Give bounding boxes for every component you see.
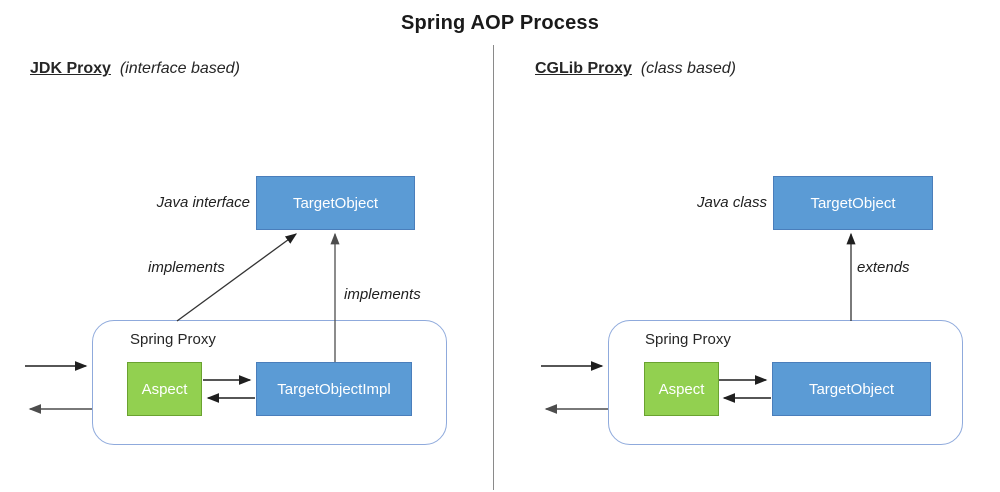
java-interface-label: Java interface bbox=[156, 194, 250, 211]
cglib-target-object-box: TargetObject bbox=[773, 176, 933, 230]
jdk-heading-note: (interface based) bbox=[119, 60, 240, 77]
cglib-extends-label: extends bbox=[857, 259, 910, 276]
jdk-proxy-implements-arrow bbox=[176, 233, 298, 322]
jdk-spring-proxy-label: Spring Proxy bbox=[130, 331, 216, 348]
jdk-panel-heading: JDK Proxy (interface based) bbox=[30, 60, 240, 78]
cglib-inner-target-object-box: TargetObject bbox=[772, 362, 931, 416]
cglib-aspect-box: Aspect bbox=[644, 362, 719, 416]
java-class-label: Java class bbox=[696, 194, 767, 211]
jdk-target-object-impl-box: TargetObjectImpl bbox=[256, 362, 412, 416]
cglib-heading-note: (class based) bbox=[640, 60, 736, 77]
cglib-spring-proxy-label: Spring Proxy bbox=[645, 331, 731, 348]
jdk-implements-label-diagonal: implements bbox=[148, 259, 225, 276]
jdk-target-object-box: TargetObject bbox=[256, 176, 415, 230]
diagram-title: Spring AOP Process bbox=[400, 12, 600, 34]
center-divider-line bbox=[493, 45, 494, 490]
jdk-heading-name: JDK Proxy bbox=[30, 60, 111, 77]
jdk-implements-label-vertical: implements bbox=[344, 286, 421, 303]
cglib-heading-name: CGLib Proxy bbox=[535, 60, 632, 77]
cglib-panel-heading: CGLib Proxy (class based) bbox=[535, 60, 736, 78]
jdk-aspect-box: Aspect bbox=[127, 362, 202, 416]
